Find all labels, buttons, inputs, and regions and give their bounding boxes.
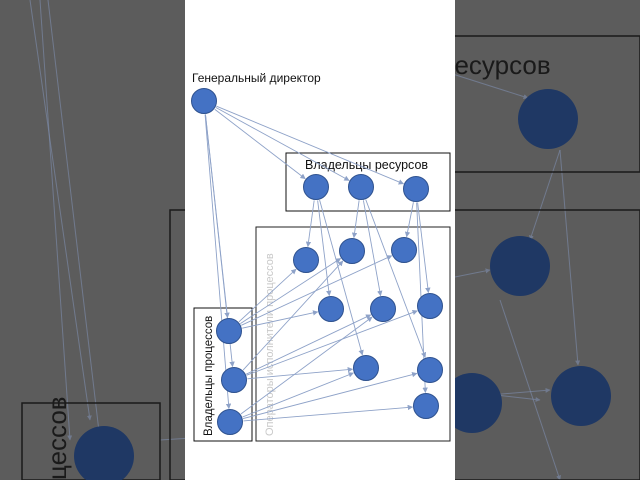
operator-node-o7 — [353, 355, 379, 381]
background-edge-4 — [529, 149, 561, 241]
edge-p1-o4 — [242, 310, 319, 329]
resource-owner-node-r1 — [303, 174, 329, 200]
background-node — [74, 426, 134, 480]
diagram-nodes — [191, 88, 443, 435]
resource-owner-node-r3 — [403, 176, 429, 202]
edge-p1-o2 — [240, 257, 342, 325]
process-owners-label: Владельцы процессов — [203, 316, 215, 436]
edge-ceo-p3 — [204, 114, 232, 410]
resource-owners-box — [285, 152, 451, 212]
edge-p3-o9 — [243, 404, 414, 422]
process-owner-node-p2 — [221, 367, 247, 393]
edge-ceo-r1 — [214, 108, 306, 180]
background-node — [551, 366, 611, 426]
process-owner-node-p1 — [216, 318, 242, 344]
edge-ceo-r2 — [215, 107, 350, 181]
edge-r2-o2 — [351, 200, 360, 239]
background-edge-1 — [47, 0, 102, 441]
edge-r2-o8 — [365, 199, 427, 358]
background-edge-5 — [559, 149, 581, 366]
edge-p2-o6 — [246, 309, 418, 376]
background-process-owners-text: цессов — [42, 396, 72, 480]
process-operators-box — [255, 226, 451, 442]
edge-r3-o3 — [404, 202, 414, 238]
edge-r1-o4 — [317, 200, 332, 297]
edge-p2-o7 — [247, 366, 354, 380]
edge-r3-o6 — [417, 202, 431, 294]
background-node — [490, 236, 550, 296]
operator-node-o8 — [417, 357, 443, 383]
process-owner-node-p3 — [217, 409, 243, 435]
resource-owner-node-r2 — [348, 174, 374, 200]
edge-p1-o1 — [238, 268, 297, 323]
operator-node-o3 — [391, 237, 417, 263]
operator-node-o4 — [318, 296, 344, 322]
edge-r1-o1 — [305, 200, 315, 248]
background-node — [442, 373, 502, 433]
operator-node-o5 — [370, 296, 396, 322]
diagram-edges — [204, 105, 431, 422]
background-node — [518, 89, 578, 149]
operator-node-o6 — [417, 293, 443, 319]
edge-p2-o2 — [242, 260, 344, 371]
ceo-label: Генеральный директор — [192, 71, 321, 85]
process-operators-label: Операторы исполнители процессов — [264, 253, 276, 436]
background-edge-0 — [39, 0, 73, 441]
edge-ceo-r3 — [216, 105, 405, 185]
process-owners-box — [193, 307, 253, 442]
edge-p3-o8 — [242, 372, 418, 420]
background-resource-owners-text: ресурсов — [440, 50, 551, 80]
resource-owners-label: Владельцы ресурсов — [305, 158, 428, 172]
operator-node-o9 — [413, 393, 439, 419]
background-edge-10 — [499, 299, 561, 480]
background-process-owners-box — [21, 402, 161, 480]
ceo-node-ceo — [191, 88, 217, 114]
edge-r2-o5 — [362, 200, 383, 297]
edge-p3-o5 — [240, 316, 373, 415]
background-edge-2 — [29, 0, 92, 421]
edge-p1-o3 — [241, 255, 393, 326]
operator-node-o1 — [293, 247, 319, 273]
operator-node-o2 — [339, 238, 365, 264]
edge-p3-o7 — [242, 372, 354, 418]
edge-p2-o5 — [245, 314, 372, 375]
